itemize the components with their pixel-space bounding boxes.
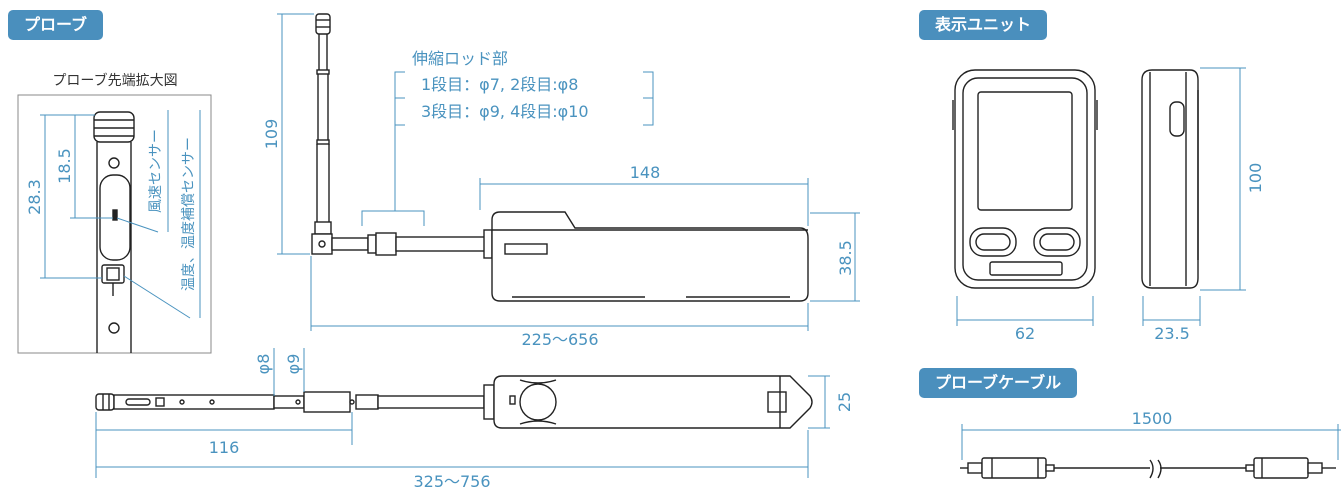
display-unit-section-label: 表示ユニット	[935, 15, 1032, 34]
dim-109: 109	[262, 119, 281, 150]
dim-116: 116	[209, 438, 240, 457]
probe-side-dims	[277, 13, 860, 331]
rod-stage-line2: 3段目：φ9, 4段目:φ10	[421, 102, 589, 121]
probe-tip-view: プローブ先端拡大図	[17, 72, 212, 354]
probe-tip-title: プローブ先端拡大図	[52, 72, 177, 89]
telescopic-rod-vertical	[311, 13, 333, 255]
rod-section-title: 伸縮ロッド部	[412, 49, 508, 68]
dim-phi8: φ8	[254, 354, 273, 375]
dim-62: 62	[1015, 324, 1035, 343]
probe-cable-section-label: プローブケーブル	[935, 373, 1062, 392]
display-unit-section-badge: 表示ユニット	[919, 10, 1048, 40]
display-unit-front	[952, 69, 1098, 289]
probe-cable	[960, 457, 1336, 479]
probe-cable-dims	[961, 424, 1341, 460]
probe-handle-side	[491, 211, 809, 302]
probe-cable-section-badge: プローブケーブル	[919, 368, 1078, 398]
telescopic-rod-horizontal	[331, 229, 493, 259]
probe-tip-body	[93, 111, 135, 353]
probe-section-badge: プローブ	[8, 10, 104, 40]
probe-top-view: φ8 φ9 25 116 325〜756	[95, 348, 854, 490]
dim-25: 25	[835, 392, 854, 412]
dim-1500: 1500	[1132, 409, 1173, 428]
probe-tip-dims	[40, 110, 201, 319]
dim-28-3: 28.3	[25, 179, 44, 215]
display-unit-dims	[956, 67, 1246, 326]
dim-phi9: φ9	[284, 354, 303, 375]
label-temp-sensor: 温度、温度補償センサー	[181, 137, 197, 291]
probe-top-rod	[95, 384, 495, 420]
probe-top-dims	[95, 348, 830, 478]
display-unit-side	[1141, 69, 1199, 289]
dim-23-5: 23.5	[1154, 324, 1190, 343]
probe-section-label: プローブ	[24, 15, 88, 34]
dim-148: 148	[630, 163, 661, 182]
rod-stage-line1: 1段目：φ7, 2段目:φ8	[421, 75, 578, 94]
label-wind-speed-sensor: 風速センサー	[148, 129, 164, 213]
probe-side-view: 伸縮ロッド部 1段目：φ7, 2段目:φ8 3段目：φ9, 4段目:φ10 10…	[262, 13, 860, 349]
dim-total-side: 225〜656	[521, 330, 598, 349]
dim-18-5: 18.5	[55, 148, 74, 184]
probe-top-handle	[493, 375, 813, 429]
dim-total-top: 325〜756	[413, 472, 490, 490]
dim-38-5: 38.5	[836, 240, 855, 276]
dim-100: 100	[1246, 163, 1265, 194]
